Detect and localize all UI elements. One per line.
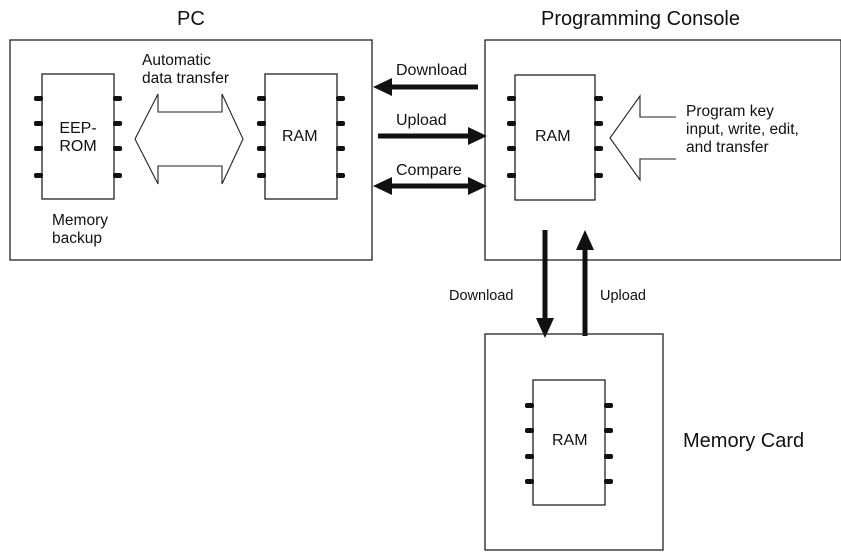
upload-label: Upload: [396, 112, 447, 129]
card-upload-label: Upload: [600, 288, 646, 304]
automatic-transfer-line1: Automatic: [142, 52, 211, 69]
download-arrow: [373, 78, 478, 96]
program-key-label: Program key input, write, edit, and tran…: [686, 103, 799, 156]
eeprom-chip: [34, 73, 122, 200]
program-input-arrow: [609, 94, 681, 182]
auto-transfer-double-arrow: [134, 93, 244, 185]
memory-card-title: Memory Card: [683, 430, 805, 452]
card-download-label: Download: [449, 288, 514, 304]
program-key-line3: and transfer: [686, 138, 769, 156]
memory-backup-label: Memory backup: [52, 212, 108, 248]
card-upload-arrow: [576, 230, 594, 336]
eeprom-label: EEP- ROM: [50, 120, 106, 157]
download-label: Download: [396, 62, 468, 79]
memory-backup-line1: Memory: [52, 212, 108, 229]
memory-backup-line2: backup: [52, 229, 102, 247]
pc-title: PC: [177, 8, 205, 30]
console-box: [484, 39, 841, 261]
program-key-line2: input, write, edit,: [686, 120, 799, 138]
compare-label: Compare: [396, 162, 462, 179]
automatic-transfer-line2: data transfer: [142, 69, 230, 87]
card-ram-label: RAM: [552, 432, 588, 449]
pc-ram-chip: [257, 73, 345, 200]
pc-ram-label: RAM: [282, 128, 318, 145]
console-ram-chip: [507, 74, 603, 201]
card-download-arrow: [536, 230, 554, 338]
upload-arrow: [378, 127, 487, 145]
console-title: Programming Console: [541, 8, 740, 30]
memory-card-box: [484, 333, 664, 551]
automatic-transfer-label: Automatic data transfer: [142, 52, 229, 88]
eeprom-label-line1: EEP-: [59, 120, 97, 137]
card-ram-chip: [525, 379, 613, 506]
eeprom-label-line2: ROM: [59, 138, 97, 156]
program-key-line1: Program key: [686, 103, 774, 120]
pc-box: [9, 39, 373, 261]
console-ram-label: RAM: [535, 128, 571, 145]
compare-arrow: [373, 177, 487, 195]
